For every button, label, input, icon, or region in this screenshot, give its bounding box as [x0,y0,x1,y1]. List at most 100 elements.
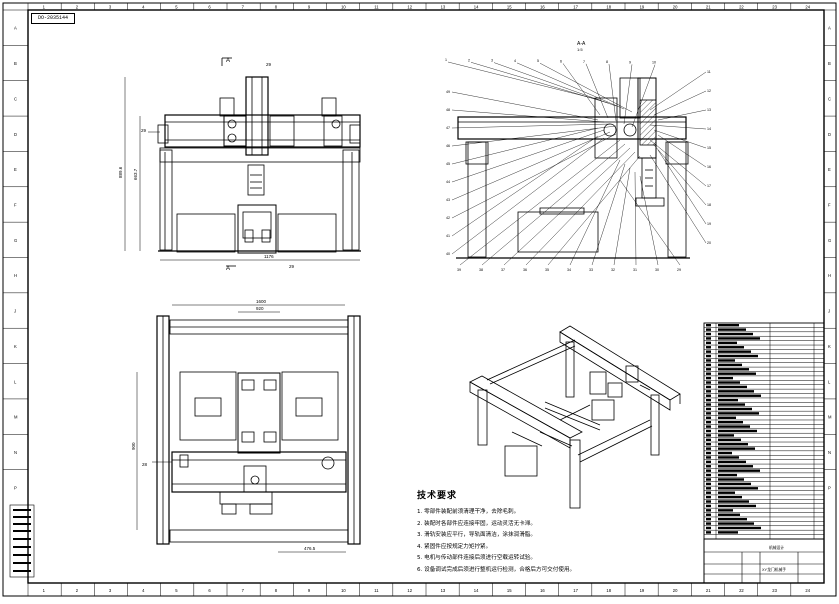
left-zone-label: G [14,238,17,243]
plan-inner-width-dim: 920 [256,306,264,311]
callout-left: 45 [446,162,450,166]
top-zone-label: 23 [772,5,777,10]
right-zone-label: N [828,450,831,455]
title-block: 机械设计 XY龙门机械手 [703,538,825,584]
title-block-company: 机械设计 [769,545,784,550]
left-revision-block [9,504,35,578]
top-zone-label: 7 [242,5,245,10]
callout-right: 16 [707,165,711,169]
left-zone-label: A [14,26,17,31]
callout-bottom: 39 [457,268,461,272]
plan-left-tag: 28 [142,462,148,467]
callout-top: 2 [468,58,470,62]
left-zone-label: P [14,485,17,490]
top-zone-label: 15 [507,5,512,10]
top-zone-label: 11 [374,5,379,10]
front-view: A 1176 [118,57,361,272]
callout-left: 49 [446,90,450,94]
right-zone-label: G [828,238,831,243]
bottom-zone-label: 22 [739,588,744,593]
callout-right: 14 [707,127,711,131]
top-zone-label: 2 [76,5,79,10]
front-right-tag: 29 [289,264,295,269]
callout-right: 12 [707,89,711,93]
left-zone-label: B [14,61,17,66]
left-zone-label: H [14,273,17,278]
left-zone-label: L [14,379,17,384]
callout-bottom: 33 [589,268,593,272]
top-zone-label: 19 [640,5,645,10]
left-zone-label: N [14,450,17,455]
right-zone-label: F [828,202,831,207]
callout-top: 7 [583,60,585,64]
callout-bottom: 32 [611,268,615,272]
bottom-zone-label: 24 [805,588,810,593]
drawing-number: DO-2035144 [31,13,75,24]
callout-bottom: 30 [655,268,659,272]
top-zone-label: 3 [109,5,112,10]
bottom-zone-label: 23 [772,588,777,593]
top-zone-label: 8 [275,5,278,10]
bottom-zone-label: 4 [142,588,145,593]
bottom-zone-label: 7 [242,588,245,593]
left-zone-label: K [14,344,17,349]
callout-right: 15 [707,146,711,150]
callout-right: 17 [707,184,711,188]
left-zone-label: M [14,415,18,420]
side-title: A-A [577,41,586,47]
notes-title: 技术要求 [417,491,458,501]
top-zone-label: 13 [441,5,446,10]
top-zone-label: 21 [706,5,711,10]
note-5: 5. 电机与传动部件连接后须进行空载运转试验。 [417,555,536,562]
bottom-zone-label: 12 [407,588,412,593]
callout-top: 5 [537,59,539,63]
top-zone-label: 12 [407,5,412,10]
right-zone-label: A [828,26,831,31]
note-4: 4. 紧固件应按规定力矩拧紧。 [417,543,492,550]
right-zone-label: K [828,344,831,349]
front-width-dim: 1176 [264,254,274,259]
top-zone-label: 5 [175,5,178,10]
top-zone-label: 9 [308,5,311,10]
note-1: 1. 零部件装配前须清理干净，去除毛刺。 [417,509,520,515]
isometric-view [469,325,681,509]
left-zone-label: E [14,167,17,172]
callout-left: 46 [446,144,450,148]
callout-bottom: 31 [633,268,637,272]
right-zone-label: B [828,61,831,66]
bottom-zone-label: 2 [76,588,79,593]
right-zone-label: M [828,415,832,420]
bottom-zone-label: 17 [573,588,578,593]
bottom-zone-label: 20 [673,588,678,593]
side-scale: 1:5 [577,47,583,52]
left-zone-label: C [14,96,17,101]
top-zone-label: 18 [606,5,611,10]
callout-bottom: 29 [677,268,681,272]
top-zone-label: 20 [673,5,678,10]
right-zone-label: C [828,96,831,101]
front-height-dim: 889.6 [118,166,123,178]
top-zone-label: 10 [341,5,346,10]
callout-right: 20 [707,241,711,245]
bom-table [703,322,825,540]
top-zone-label: 16 [540,5,545,10]
callout-top: 1 [445,58,447,62]
callout-bottom: 34 [567,268,571,272]
right-zone-label: L [828,379,831,384]
plan-width-dim: 1600 [256,299,267,304]
section-mark-top: A [226,58,230,64]
plan-depth-dim: 900 [131,442,136,450]
note-2: 2. 装配时各部件应连接牢固，运动灵活无卡滞。 [417,520,536,527]
bottom-zone-label: 9 [308,588,311,593]
right-zone-label: H [828,273,831,278]
callout-bottom: 37 [501,268,505,272]
callout-left: 42 [446,216,450,220]
callout-bottom: 36 [523,268,527,272]
front-inner-height-dim: 663.7 [133,168,138,180]
bottom-zone-label: 16 [540,588,545,593]
